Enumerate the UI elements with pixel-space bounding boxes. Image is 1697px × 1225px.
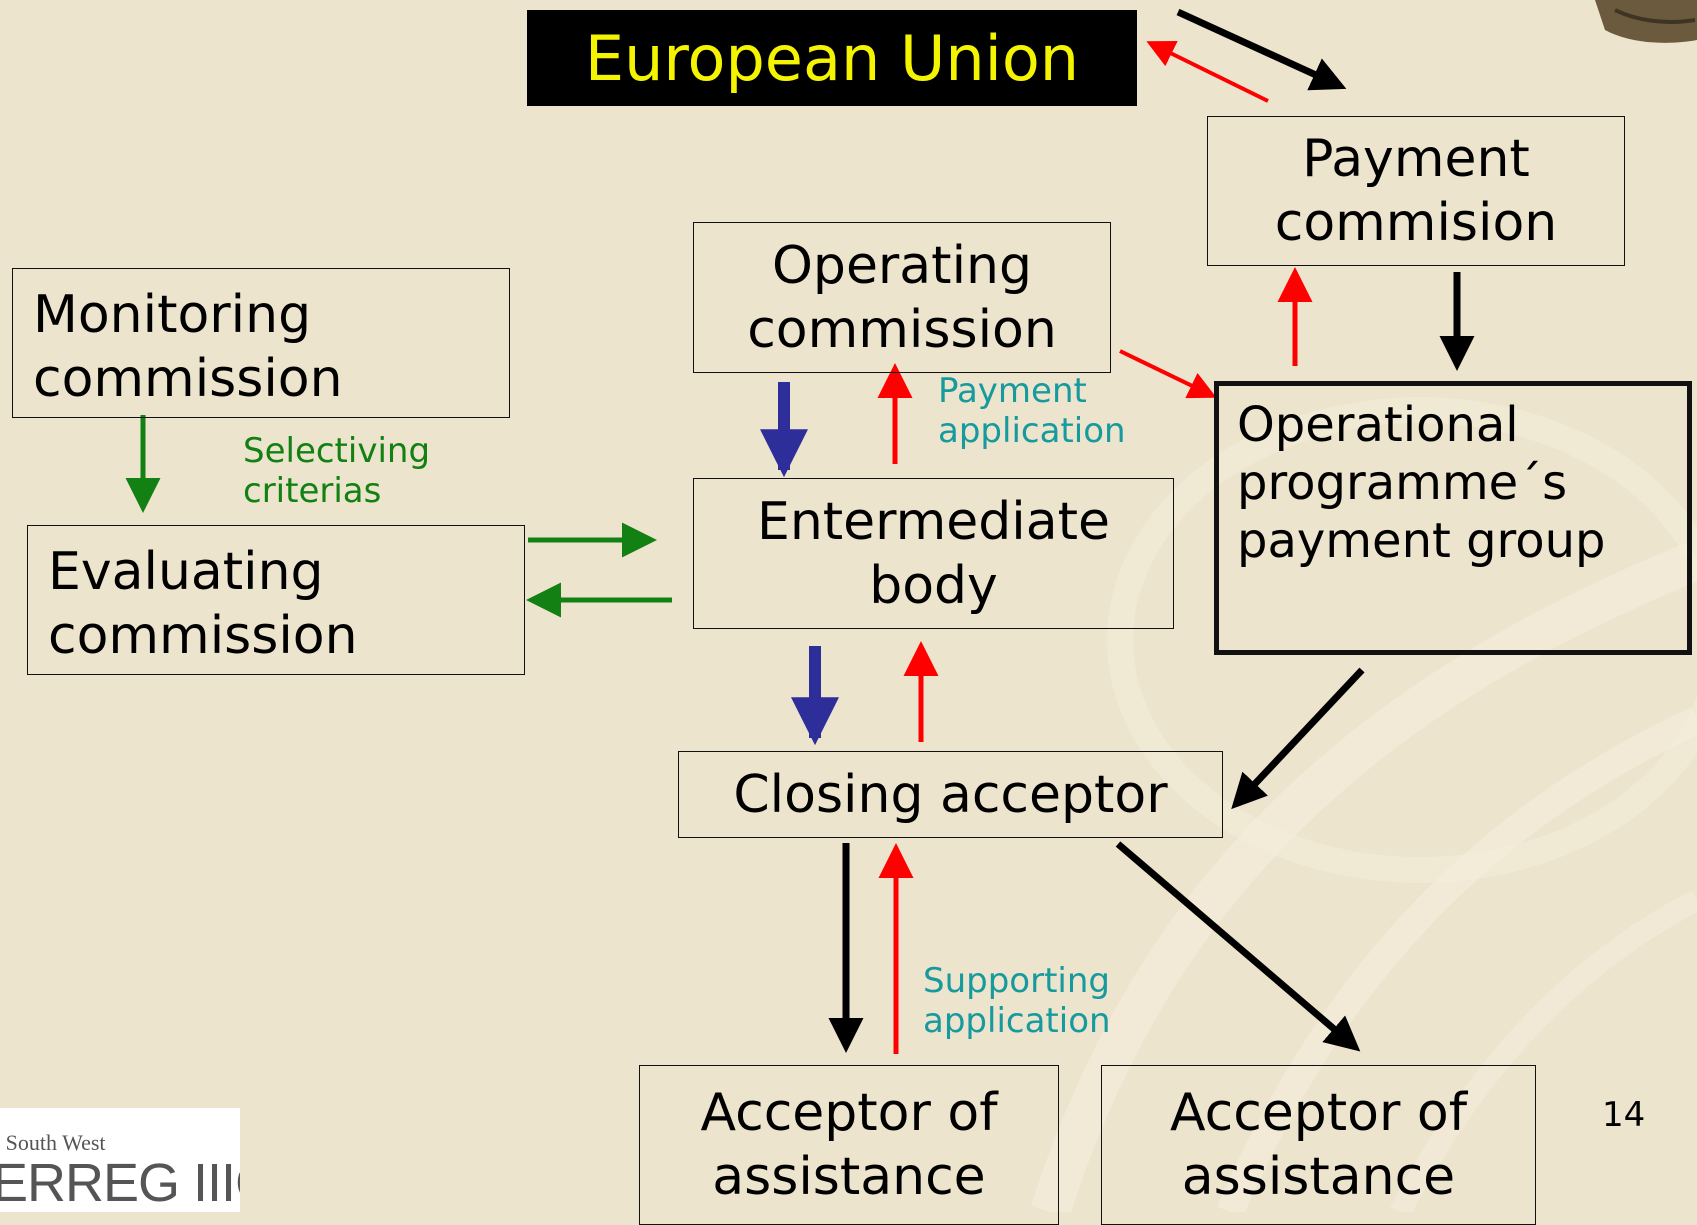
selecting-criteria-label: Selectiving criterias	[243, 431, 430, 511]
interreg-logo: t South West ERREG IIIC	[0, 1108, 240, 1212]
closing-acceptor-box: Closing acceptor	[678, 751, 1223, 838]
op-payment-group-line3: payment group	[1237, 513, 1606, 569]
logo-line2: ERREG IIIC	[0, 1153, 240, 1212]
monitoring-commission-box: Monitoring commission	[12, 268, 510, 418]
acceptor-of-assistance-box-2: Acceptor of assistance	[1101, 1065, 1536, 1225]
closing-acceptor-label: Closing acceptor	[733, 764, 1168, 825]
operating-commission-line1: Operating	[772, 235, 1032, 296]
arrow-group-to-closing	[1231, 667, 1365, 810]
evaluating-commission-line1: Evaluating	[48, 542, 324, 602]
logo-line1: t South West	[0, 1130, 106, 1155]
arrow-closing-to-acceptor2	[1115, 841, 1361, 1052]
monitoring-commission-line2: commission	[33, 349, 343, 409]
supporting-application-label: Supporting application	[923, 961, 1111, 1041]
intermediate-body-box: Entermediate body	[693, 478, 1174, 629]
payment-application-label: Payment application	[938, 371, 1126, 451]
acceptor-2-line2: assistance	[1181, 1147, 1456, 1207]
op-payment-group-line1: Operational	[1237, 397, 1519, 453]
selecting-criteria-line2: criterias	[243, 471, 382, 511]
arrow-payment-commision-to-eu	[1146, 41, 1269, 103]
payment-commision-line2: commision	[1274, 193, 1558, 253]
payment-application-line2: application	[938, 411, 1126, 451]
payment-application-line1: Payment	[938, 371, 1087, 411]
intermediate-body-line1: Entermediate	[756, 491, 1110, 552]
acceptor-1-line1: Acceptor of	[700, 1083, 998, 1143]
selecting-criteria-line1: Selectiving	[243, 431, 431, 471]
acceptor-of-assistance-box-1: Acceptor of assistance	[639, 1065, 1059, 1225]
payment-commision-box: Payment commision	[1207, 116, 1625, 266]
payment-commision-line1: Payment	[1302, 129, 1530, 189]
page-number: 14	[1602, 1095, 1646, 1135]
supporting-application-line1: Supporting	[923, 961, 1110, 1001]
evaluating-commission-box: Evaluating commission	[27, 525, 525, 675]
op-payment-group-line2: programme´s	[1237, 455, 1568, 511]
intermediate-body-line2: body	[869, 555, 998, 616]
european-union-title: European Union	[527, 10, 1137, 106]
monitoring-commission-line1: Monitoring	[33, 285, 312, 345]
acceptor-1-line2: assistance	[712, 1147, 986, 1207]
arrow-operating-to-group	[1119, 349, 1217, 399]
supporting-application-line2: application	[923, 1001, 1111, 1041]
evaluating-commission-line2: commission	[48, 606, 358, 666]
arrow-eu-to-payment-commision	[1176, 8, 1347, 91]
acceptor-2-line1: Acceptor of	[1169, 1083, 1468, 1143]
operating-commission-line2: commission	[747, 299, 1057, 360]
corner-photo	[1595, 0, 1697, 43]
operating-commission-box: Operating commission	[693, 222, 1111, 373]
op-payment-group-box: Operational programme´s payment group	[1214, 381, 1692, 655]
